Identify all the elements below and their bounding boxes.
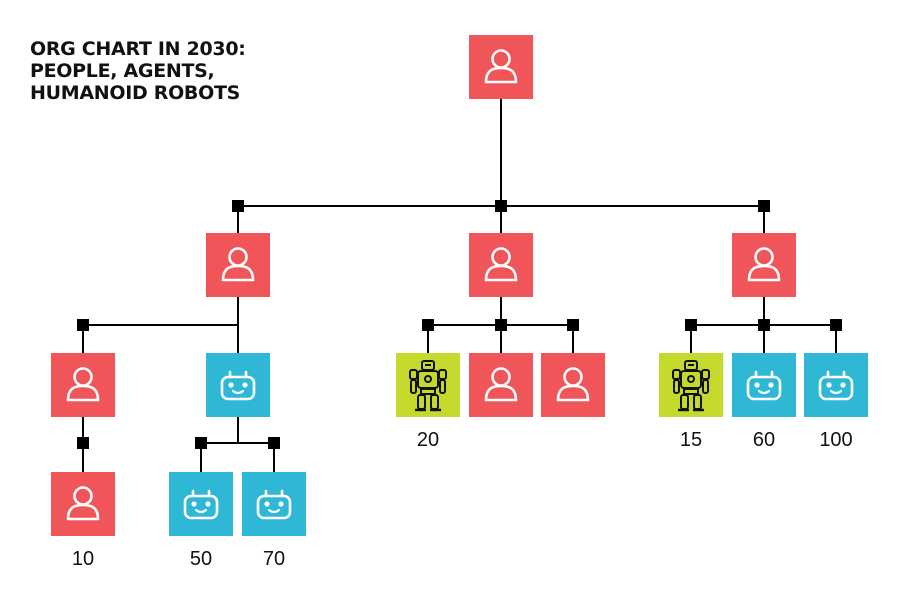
humanoid-robot-icon bbox=[672, 360, 710, 412]
connector-node bbox=[195, 437, 207, 449]
robot-box bbox=[396, 353, 460, 417]
person-icon bbox=[747, 247, 781, 282]
person-icon bbox=[66, 486, 100, 521]
count-label: 15 bbox=[679, 429, 703, 451]
node-mgr-right bbox=[732, 233, 796, 297]
robot-face-icon bbox=[183, 489, 219, 520]
title-line-1: ORG CHART IN 2030: bbox=[30, 38, 246, 60]
humanoid-robot-icon bbox=[409, 360, 447, 412]
robot-face-icon bbox=[220, 370, 256, 401]
connector-node bbox=[422, 319, 434, 331]
connector-node bbox=[495, 319, 507, 331]
agent-box bbox=[206, 353, 270, 417]
person-icon bbox=[484, 367, 518, 402]
robot-face-icon bbox=[818, 370, 854, 401]
node-left-agent bbox=[206, 353, 270, 417]
person-icon bbox=[556, 367, 590, 402]
connector-node bbox=[77, 319, 89, 331]
robot-face-icon bbox=[256, 489, 292, 520]
node-mid-robot bbox=[396, 353, 460, 417]
agent-box bbox=[242, 472, 306, 536]
count-label: 60 bbox=[752, 429, 776, 451]
node-mgr-left bbox=[206, 233, 270, 297]
person-icon bbox=[484, 49, 518, 84]
connector-node bbox=[567, 319, 579, 331]
person-icon bbox=[484, 247, 518, 282]
person-icon bbox=[66, 367, 100, 402]
connector-node bbox=[830, 319, 842, 331]
node-left-agent-sub-2 bbox=[242, 472, 306, 536]
person-icon bbox=[221, 247, 255, 282]
node-right-agent-2 bbox=[804, 353, 868, 417]
agent-box bbox=[169, 472, 233, 536]
node-mid-person-1 bbox=[469, 353, 533, 417]
robot-face-icon bbox=[746, 370, 782, 401]
node-ceo bbox=[469, 35, 533, 99]
count-label: 10 bbox=[71, 548, 95, 570]
connector-node bbox=[232, 200, 244, 212]
connector-node bbox=[758, 319, 770, 331]
count-label: 100 bbox=[819, 429, 853, 451]
connector-node bbox=[268, 437, 280, 449]
count-label: 70 bbox=[262, 548, 286, 570]
connector-node bbox=[685, 319, 697, 331]
connector-node bbox=[77, 437, 89, 449]
title-line-3: HUMANOID ROBOTS bbox=[30, 82, 241, 104]
count-label: 50 bbox=[189, 548, 213, 570]
connector-node bbox=[758, 200, 770, 212]
node-right-robot bbox=[659, 353, 723, 417]
chart-title: ORG CHART IN 2030: PEOPLE, AGENTS, HUMAN… bbox=[30, 38, 246, 104]
node-left-person-report bbox=[51, 472, 115, 536]
node-right-agent-1 bbox=[732, 353, 796, 417]
node-mgr-mid bbox=[469, 233, 533, 297]
agent-box bbox=[732, 353, 796, 417]
agent-box bbox=[804, 353, 868, 417]
node-left-agent-sub-1 bbox=[169, 472, 233, 536]
node-mid-person-2 bbox=[541, 353, 605, 417]
title-line-2: PEOPLE, AGENTS, bbox=[30, 60, 215, 82]
connector-node bbox=[495, 200, 507, 212]
count-label: 20 bbox=[416, 429, 440, 451]
node-left-person bbox=[51, 353, 115, 417]
robot-box bbox=[659, 353, 723, 417]
